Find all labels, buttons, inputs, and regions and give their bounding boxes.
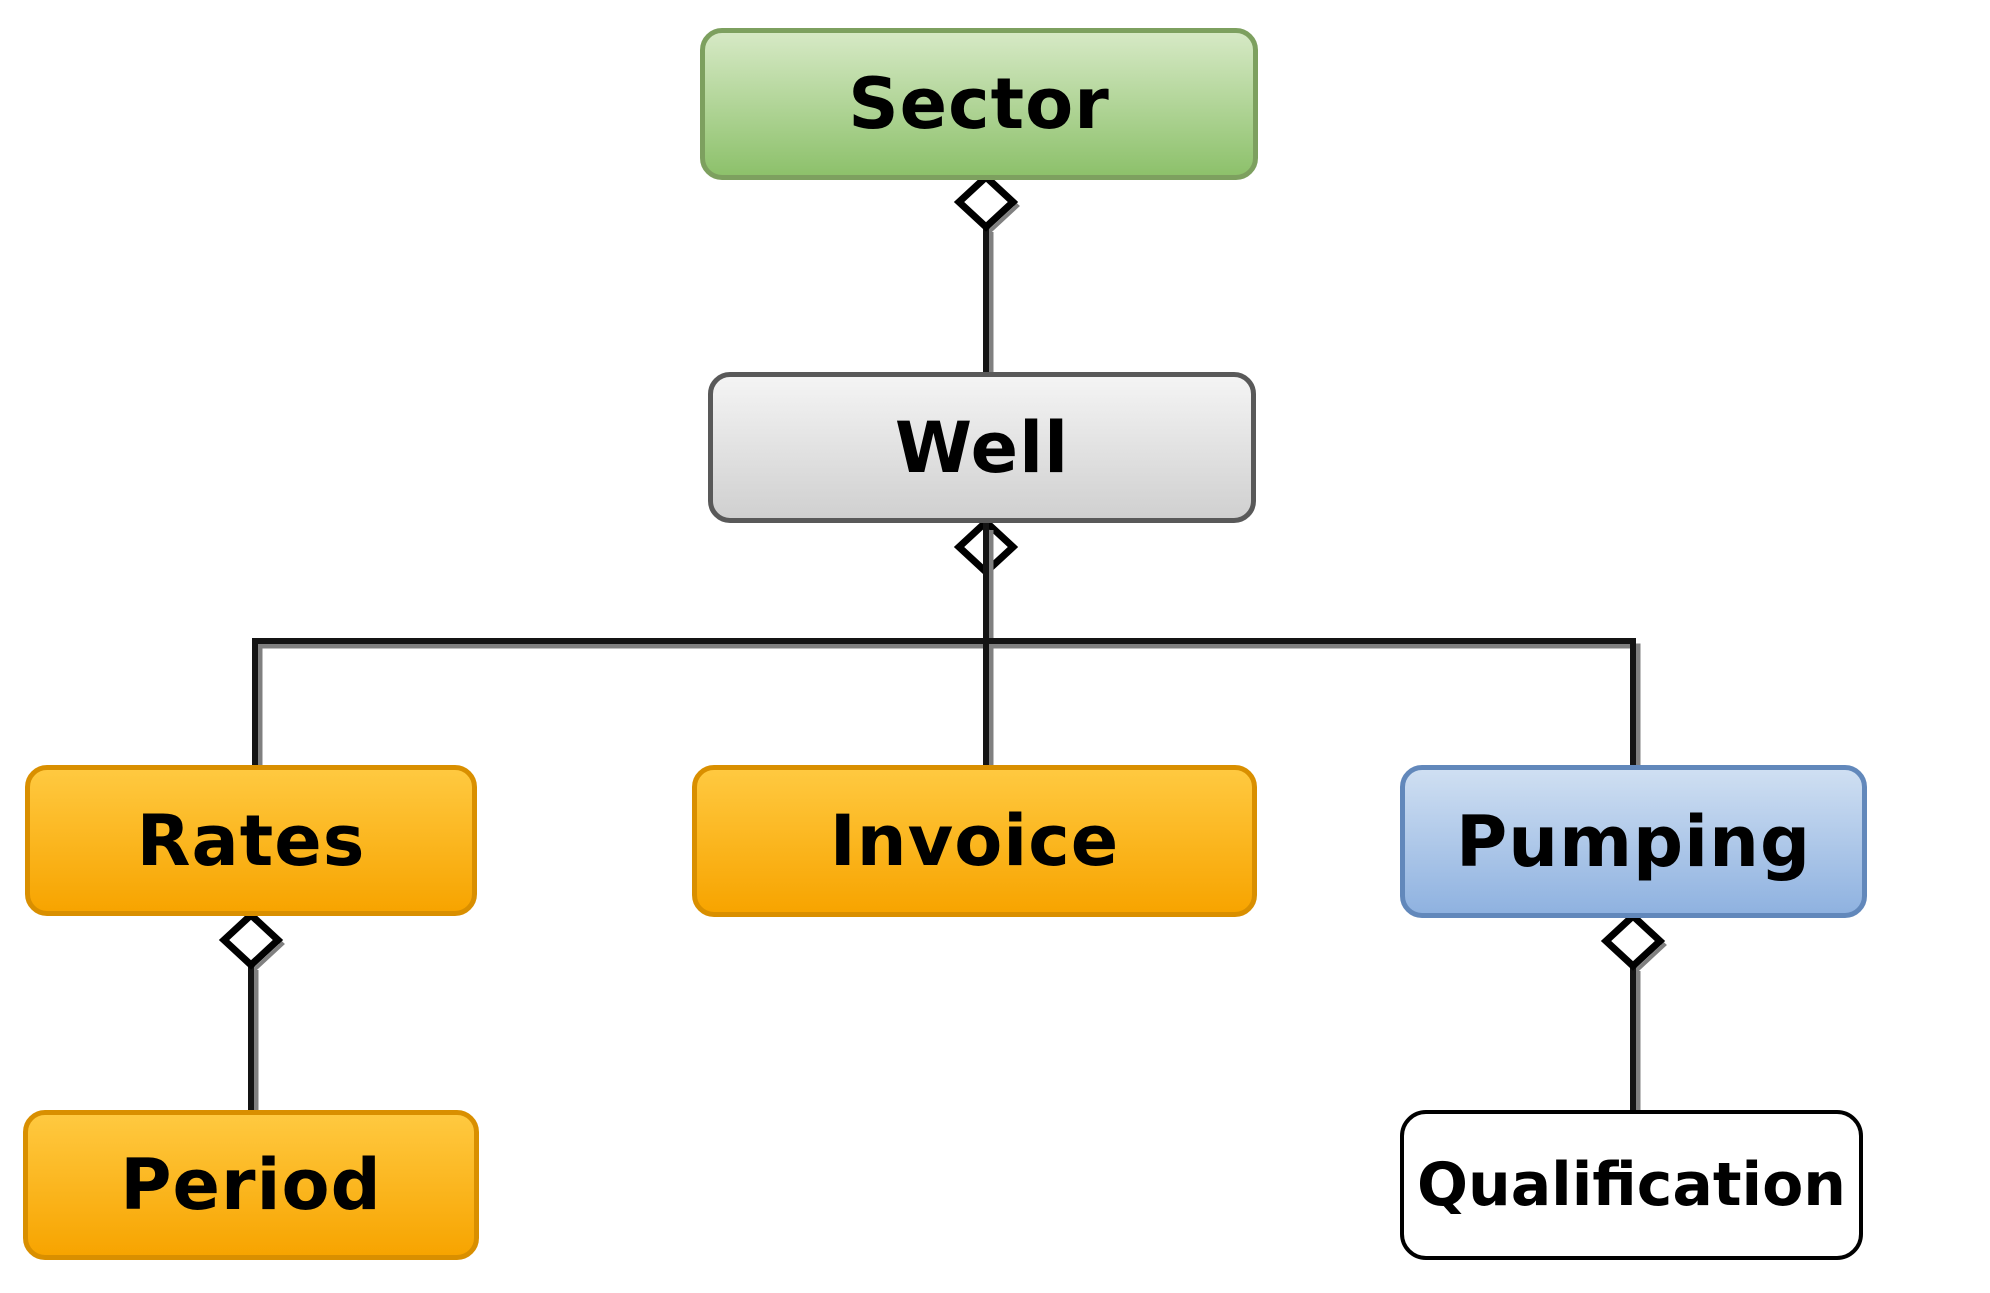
node-qualification: Qualification (1400, 1110, 1863, 1260)
node-invoice: Invoice (692, 765, 1257, 917)
connector-lines (248, 227, 1636, 1110)
node-rates: Rates (25, 765, 477, 916)
node-label-period: Period (120, 1144, 382, 1226)
edge-branch-bus (252, 638, 1636, 765)
node-label-well: Well (894, 406, 1070, 489)
aggregation-diamond-pumping (1600, 911, 1666, 971)
node-label-invoice: Invoice (829, 800, 1120, 882)
connector-shadows (225, 178, 1667, 1110)
node-pumping: Pumping (1400, 765, 1867, 918)
node-period: Period (23, 1110, 479, 1260)
node-label-sector: Sector (848, 63, 1110, 145)
edge-shadow-branch-bus (257, 643, 1641, 770)
aggregation-diamond-rates (218, 910, 284, 970)
node-well: Well (708, 372, 1256, 523)
node-label-rates: Rates (136, 799, 366, 882)
node-label-pumping: Pumping (1455, 800, 1812, 883)
node-label-qualification: Qualification (1416, 1150, 1847, 1220)
node-sector: Sector (700, 28, 1258, 180)
aggregation-diamond-sector (953, 172, 1019, 232)
